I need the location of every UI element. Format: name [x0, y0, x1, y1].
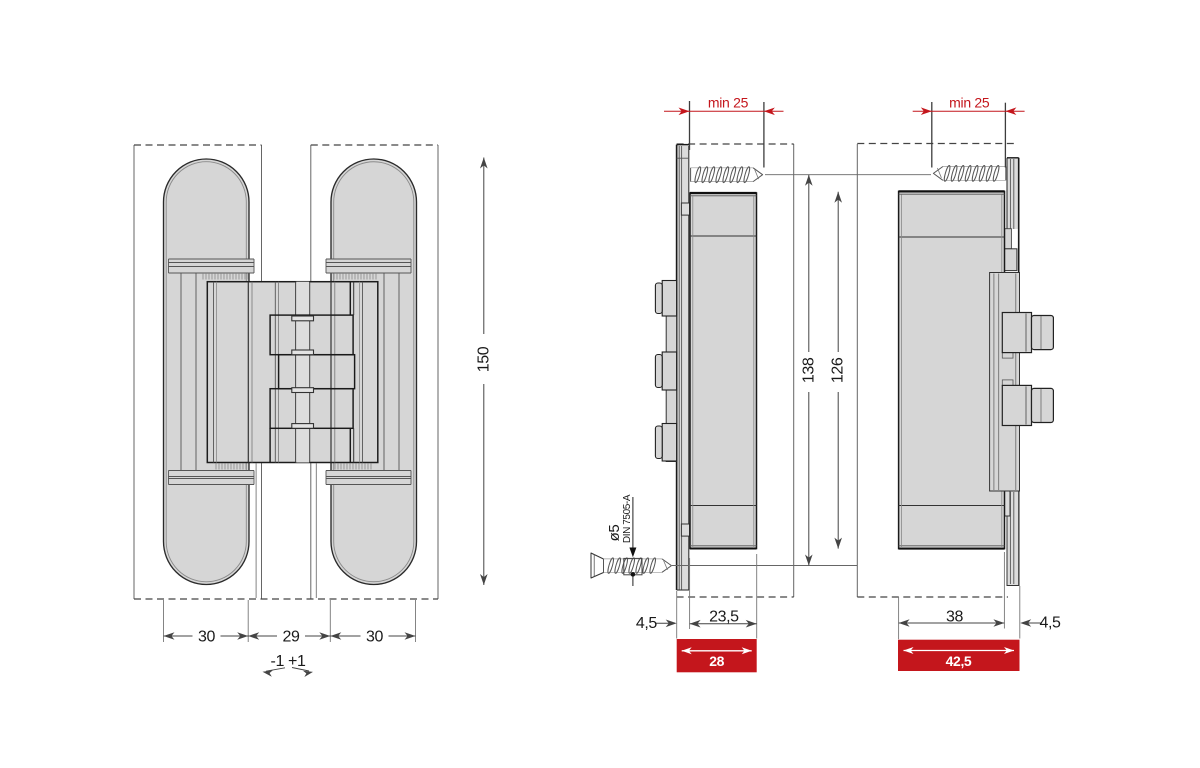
- svg-text:4,5: 4,5: [1039, 614, 1061, 631]
- svg-text:-1 +1: -1 +1: [271, 653, 306, 670]
- svg-text:138: 138: [800, 357, 817, 383]
- svg-text:30: 30: [366, 628, 383, 645]
- svg-text:126: 126: [830, 357, 847, 383]
- svg-text:38: 38: [946, 608, 963, 625]
- svg-text:29: 29: [283, 628, 300, 645]
- svg-text:4,5: 4,5: [636, 615, 658, 632]
- svg-text:42,5: 42,5: [946, 653, 972, 669]
- svg-text:DIN 7505-A: DIN 7505-A: [622, 494, 633, 543]
- svg-text:min 25: min 25: [708, 94, 749, 110]
- svg-text:min 25: min 25: [949, 94, 990, 110]
- svg-text:28: 28: [709, 653, 724, 669]
- svg-text:ø5: ø5: [606, 525, 623, 542]
- svg-text:30: 30: [198, 628, 215, 645]
- svg-text:150: 150: [475, 346, 492, 372]
- svg-text:23,5: 23,5: [709, 609, 739, 626]
